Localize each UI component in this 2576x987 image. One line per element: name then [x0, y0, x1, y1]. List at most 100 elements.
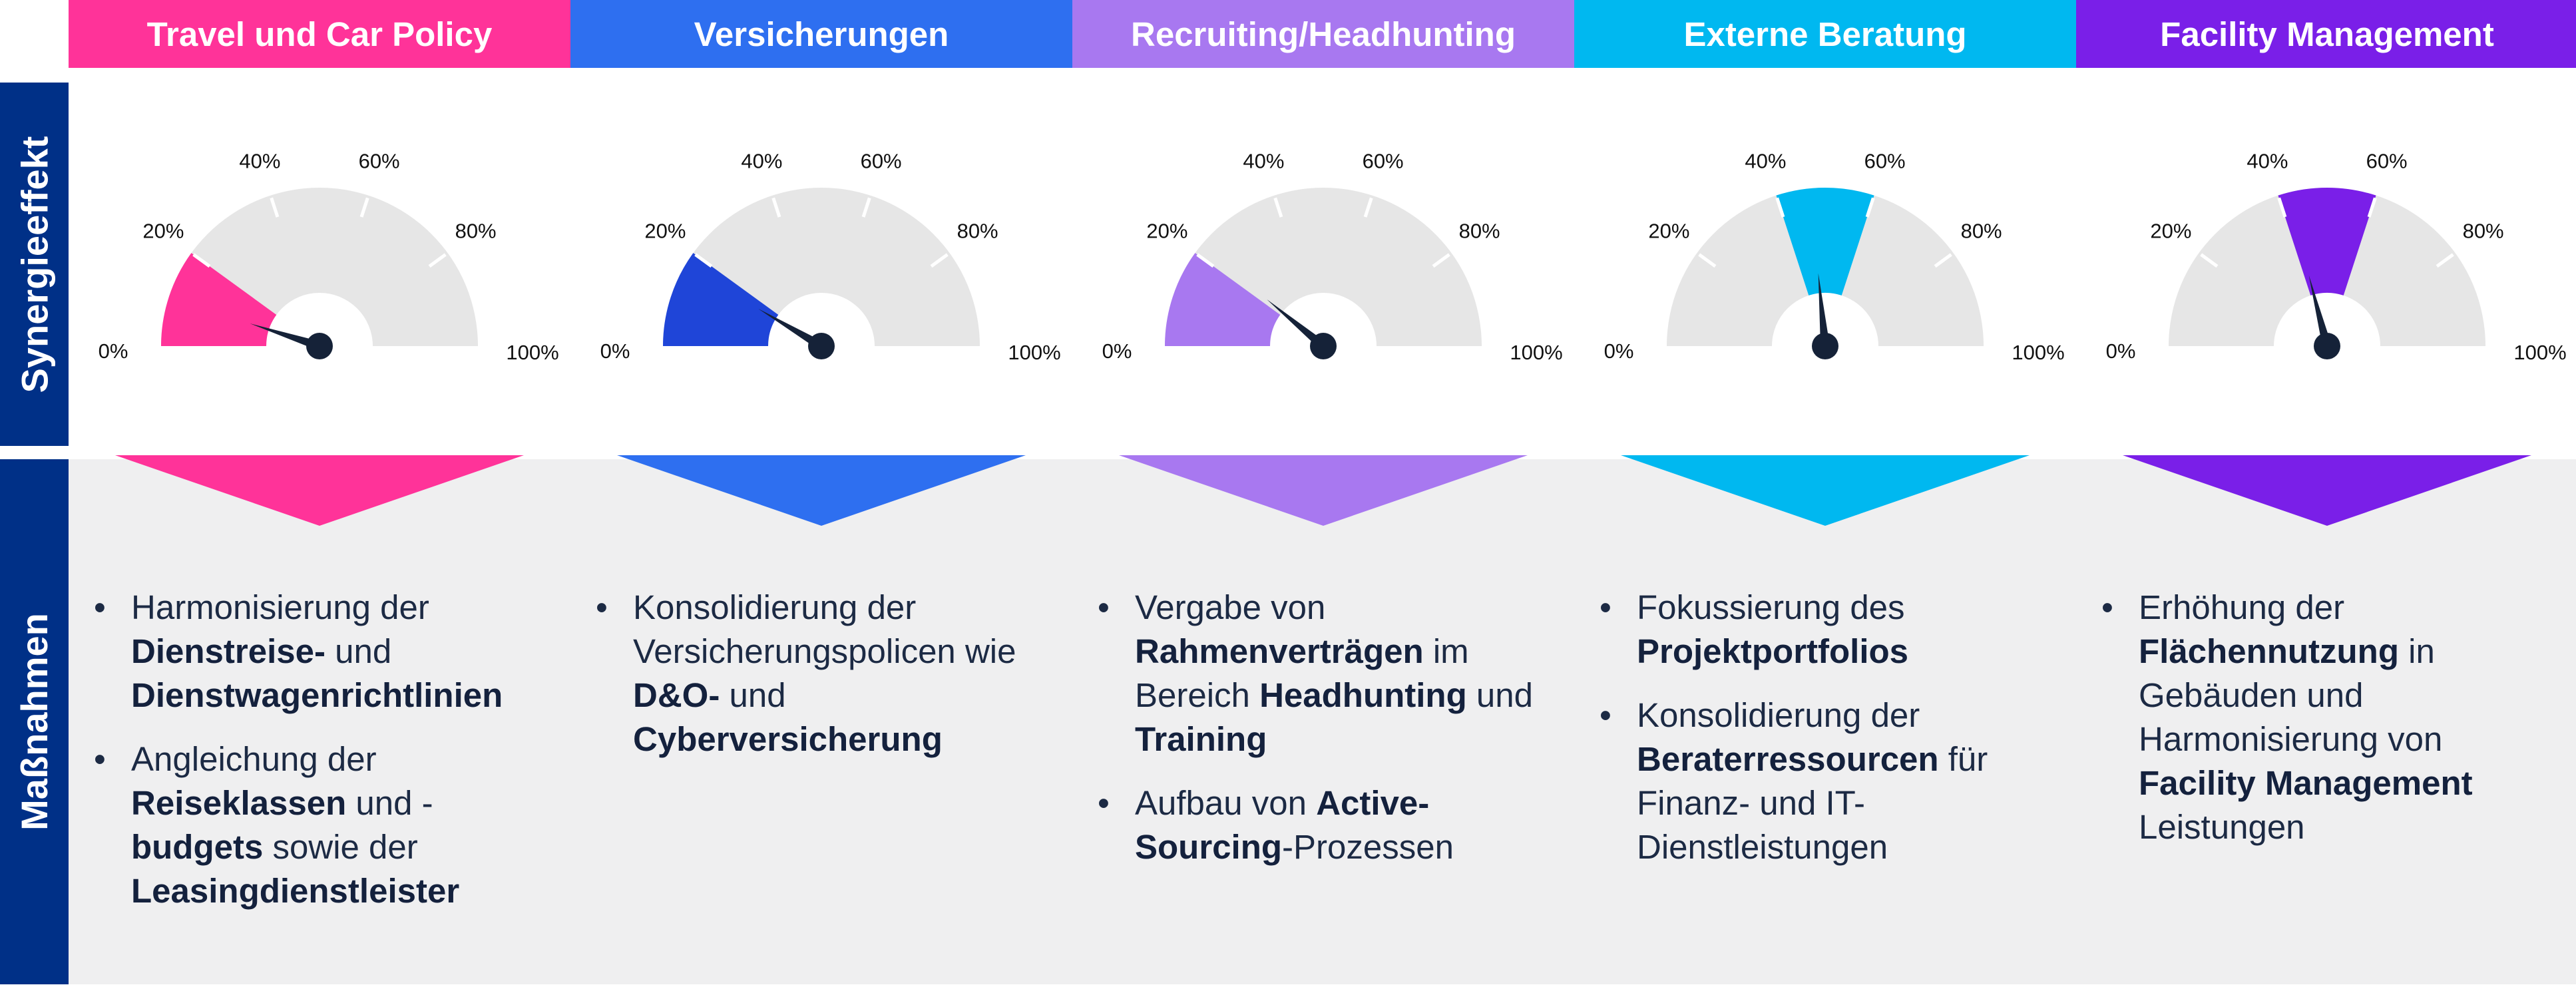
- gauge-hub: [1310, 333, 1337, 359]
- gauge-tick-label: 100%: [1008, 341, 1060, 364]
- gauge-versicherungen: 0% 20% 40% 60% 80% 100%: [600, 149, 1061, 364]
- gauge-tick: [930, 253, 949, 268]
- gauge-tick-label: 40%: [741, 149, 782, 172]
- gauge-tick: [1698, 253, 1717, 268]
- measure-item: Aufbau von Active-Sourcing-Prozessen: [1092, 781, 1558, 869]
- gauge-tick-label: 40%: [239, 149, 280, 172]
- gauge-tick-label: 40%: [1243, 149, 1284, 172]
- gauge-tick-label: 80%: [2463, 220, 2504, 243]
- gauge-band: [161, 253, 277, 346]
- gauge-tick: [2367, 197, 2377, 218]
- gauge-needle: [758, 309, 824, 351]
- gauge-tick: [1934, 253, 1952, 268]
- measures-list-travel: Harmonisierung der Dienstreise- und Dien…: [89, 586, 554, 933]
- measure-item: Konsolidierung der Versicherungspolicen …: [590, 586, 1056, 761]
- gauge-band: [1165, 253, 1281, 346]
- gauge-hub: [2314, 333, 2340, 359]
- gauge-tick-label: 40%: [1745, 149, 1786, 172]
- side-label-massnahmen: Maßnahmen: [0, 459, 69, 984]
- gauge-needle: [1267, 299, 1327, 350]
- gauge-tick-label: 20%: [142, 220, 184, 243]
- column-versicherungen: Versicherungen 0% 20% 40% 60% 80% 100% Konsol…: [570, 0, 1072, 987]
- gauge-tick: [694, 253, 713, 268]
- side-label-top-text: Synergieeffekt: [13, 136, 55, 393]
- chevron-down-icon: [1119, 455, 1528, 526]
- gauge-tick-label: 40%: [2247, 149, 2288, 172]
- gauge-tick-label: 60%: [2366, 149, 2408, 172]
- gauge-tick-label: 80%: [1459, 220, 1500, 243]
- side-label-bottom-text: Maßnahmen: [13, 613, 56, 831]
- gauge-tick-label: 100%: [506, 341, 558, 364]
- gauge-tick-label: 100%: [1510, 341, 1562, 364]
- gauge-tick: [1775, 197, 1785, 218]
- column-facility: Facility Management 0% 20% 40% 60% 80% 100% E…: [2076, 0, 2576, 987]
- gauge-needle: [1818, 273, 1830, 347]
- gauge-tick-label: 0%: [2106, 339, 2136, 363]
- column-header: Facility Management: [2076, 0, 2576, 68]
- measures-list-beratung: Fokussierung des ProjektportfoliosKonsol…: [1594, 586, 2060, 889]
- gauge-tick-label: 20%: [2150, 220, 2191, 243]
- gauge-tick: [428, 253, 447, 268]
- gauge-tick-label: 0%: [600, 339, 630, 363]
- gauge-tick-label: 80%: [455, 220, 497, 243]
- column-recruiting: Recruiting/Headhunting 0% 20% 40% 60% 80% 100…: [1072, 0, 1574, 987]
- gauge-tick-label: 60%: [861, 149, 902, 172]
- gauge-tick-label: 20%: [1146, 220, 1187, 243]
- gauge-needle: [2308, 275, 2332, 347]
- gauge-tick-label: 80%: [957, 220, 998, 243]
- gauge-tick-label: 0%: [1604, 339, 1634, 363]
- gauge-tick: [771, 197, 781, 218]
- gauge-hub: [1812, 333, 1838, 359]
- gauge-tick-label: 60%: [1864, 149, 1906, 172]
- column-header: Travel und Car Policy: [69, 0, 570, 68]
- gauge-facility: 0% 20% 40% 60% 80% 100%: [2106, 149, 2567, 364]
- chevron-down-icon: [617, 455, 1026, 526]
- measure-item: Fokussierung des Projektportfolios: [1594, 586, 2060, 674]
- gauge-tick-label: 0%: [1102, 339, 1132, 363]
- gauge-tick: [1363, 197, 1373, 218]
- gauge-tick-label: 0%: [99, 339, 128, 363]
- gauge-tick: [2436, 253, 2454, 268]
- gauge-tick: [1432, 253, 1450, 268]
- gauge-travel: 0% 20% 40% 60% 80% 100%: [99, 149, 559, 364]
- gauge-band: [1776, 188, 1874, 296]
- gauge-tick-label: 20%: [1648, 220, 1689, 243]
- column-header: Versicherungen: [570, 0, 1072, 68]
- gauge-tick-label: 20%: [644, 220, 686, 243]
- measure-item: Harmonisierung der Dienstreise- und Dien…: [89, 586, 554, 717]
- measure-item: Vergabe von Rahmenverträgen im Bereich H…: [1092, 586, 1558, 761]
- side-label-synergieeffekt: Synergieeffekt: [0, 83, 69, 446]
- measure-item: Angleichung der Reiseklassen und -budget…: [89, 737, 554, 913]
- gauge-tick: [1273, 197, 1283, 218]
- gauge-tick-label: 80%: [1961, 220, 2002, 243]
- gauge-band: [663, 253, 779, 346]
- gauge-tick: [192, 253, 211, 268]
- gauge-hub: [306, 333, 333, 359]
- gauge-needle: [250, 323, 322, 351]
- gauge-hub: [808, 333, 835, 359]
- gauge-tick-label: 100%: [2513, 341, 2566, 364]
- chevron-down-icon: [1621, 455, 2030, 526]
- gauge-tick: [270, 197, 280, 218]
- gauge-tick: [359, 197, 369, 218]
- gauge-tick: [861, 197, 871, 218]
- measures-list-facility: Erhöhung der Flächennutzung in Gebäuden …: [2096, 586, 2562, 869]
- gauge-tick-label: 100%: [2012, 341, 2064, 364]
- gauge-tick: [2200, 253, 2219, 268]
- gauge-beratung: 0% 20% 40% 60% 80% 100%: [1604, 149, 2065, 364]
- measure-item: Erhöhung der Flächennutzung in Gebäuden …: [2096, 586, 2562, 849]
- gauge-tick: [2277, 197, 2287, 218]
- gauge-tick: [1196, 253, 1215, 268]
- gauge-band: [2278, 188, 2376, 296]
- column-travel: Travel und Car Policy 0% 20% 40% 60% 80% 100%…: [69, 0, 570, 987]
- gauge-tick-label: 60%: [359, 149, 400, 172]
- column-header: Externe Beratung: [1574, 0, 2076, 68]
- gauge-tick: [1865, 197, 1875, 218]
- chevron-down-icon: [2123, 455, 2531, 526]
- chevron-down-icon: [115, 455, 524, 526]
- column-beratung: Externe Beratung 0% 20% 40% 60% 80% 100% Foku…: [1574, 0, 2076, 987]
- measure-item: Konsolidierung der Beraterressourcen für…: [1594, 693, 2060, 869]
- gauge-recruiting: 0% 20% 40% 60% 80% 100%: [1102, 149, 1563, 364]
- column-header: Recruiting/Headhunting: [1072, 0, 1574, 68]
- gauge-tick-label: 60%: [1363, 149, 1404, 172]
